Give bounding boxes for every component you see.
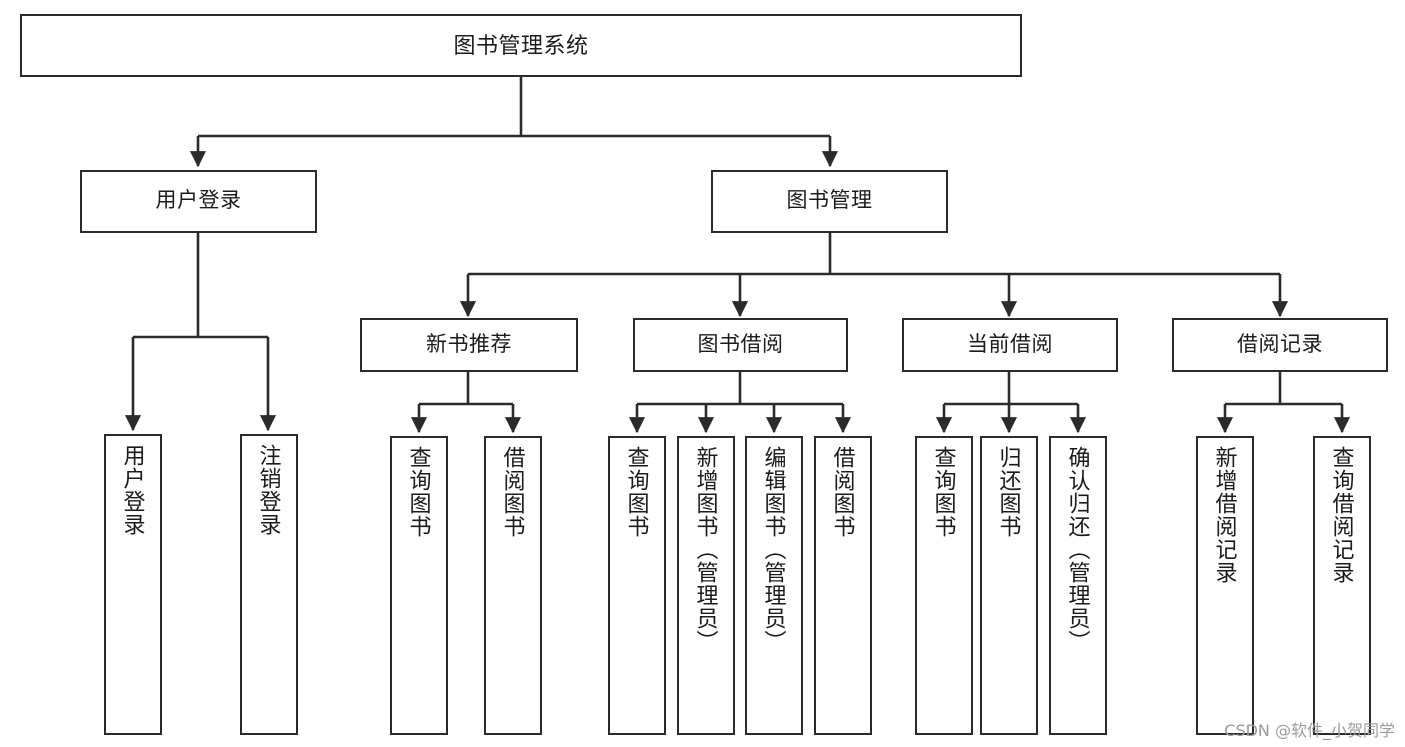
leaf-return-book[interactable]: 归还图书 (980, 436, 1038, 735)
leaf-user-login-label: 用户登录 (120, 444, 146, 536)
leaf-add-book-admin[interactable]: 新增图书（管理员） (677, 436, 735, 735)
leaf-borrow-book-1-label: 借阅图书 (500, 446, 526, 538)
leaf-query-book-2-label: 查询图书 (624, 446, 650, 538)
leaf-confirm-return[interactable]: 确认归还（管理员） (1049, 436, 1107, 735)
node-borrow-record-label: 借阅记录 (1237, 332, 1323, 356)
leaf-add-borrow-record[interactable]: 新增借阅记录 (1196, 436, 1254, 735)
node-borrow-record[interactable]: 借阅记录 (1172, 318, 1388, 372)
leaf-logout-login-label: 注销登录 (256, 444, 282, 536)
csdn-watermark: CSDN @软件_小贺同学 (1224, 721, 1395, 740)
node-book-manage-label: 图书管理 (786, 189, 873, 213)
node-current-borrow-label: 当前借阅 (967, 332, 1053, 356)
leaf-logout-login[interactable]: 注销登录 (240, 434, 298, 735)
leaf-add-borrow-record-label: 新增借阅记录 (1212, 446, 1238, 584)
leaf-return-book-label: 归还图书 (996, 446, 1022, 538)
leaf-edit-book-admin-label: 编辑图书（管理员） (761, 446, 787, 653)
leaf-query-book-3[interactable]: 查询图书 (915, 436, 973, 735)
leaf-query-borrow-record[interactable]: 查询借阅记录 (1313, 436, 1371, 735)
leaf-borrow-book-2[interactable]: 借阅图书 (814, 436, 872, 735)
node-new-book-recommend-label: 新书推荐 (426, 332, 512, 356)
node-user-login-label: 用户登录 (155, 189, 242, 213)
leaf-query-book-1[interactable]: 查询图书 (390, 436, 448, 735)
leaf-query-book-2[interactable]: 查询图书 (608, 436, 666, 735)
node-current-borrow[interactable]: 当前借阅 (902, 318, 1118, 372)
node-user-login[interactable]: 用户登录 (80, 170, 317, 233)
leaf-borrow-book-1[interactable]: 借阅图书 (484, 436, 542, 735)
node-book-borrow-label: 图书借阅 (697, 332, 784, 356)
node-root[interactable]: 图书管理系统 (20, 14, 1022, 77)
leaf-confirm-return-label: 确认归还（管理员） (1065, 446, 1091, 653)
leaf-query-borrow-record-label: 查询借阅记录 (1329, 446, 1355, 584)
node-new-book-recommend[interactable]: 新书推荐 (360, 318, 578, 372)
leaf-query-book-3-label: 查询图书 (931, 446, 957, 538)
node-book-manage[interactable]: 图书管理 (711, 170, 948, 233)
leaf-borrow-book-2-label: 借阅图书 (830, 446, 856, 538)
leaf-edit-book-admin[interactable]: 编辑图书（管理员） (745, 436, 803, 735)
node-book-borrow[interactable]: 图书借阅 (633, 318, 848, 372)
leaf-add-book-admin-label: 新增图书（管理员） (693, 446, 719, 653)
leaf-user-login[interactable]: 用户登录 (104, 434, 162, 735)
node-root-label: 图书管理系统 (453, 32, 589, 58)
leaf-query-book-1-label: 查询图书 (406, 446, 432, 538)
